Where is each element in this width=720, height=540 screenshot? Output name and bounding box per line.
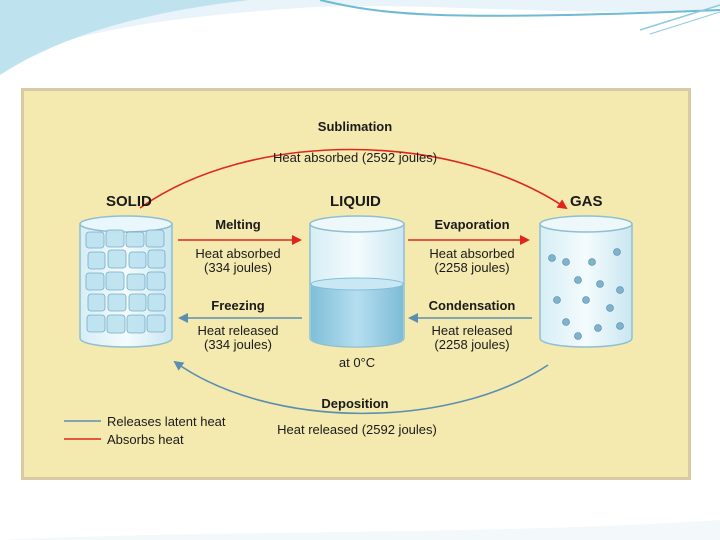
condensation-title: Condensation bbox=[428, 298, 516, 313]
freezing-line1: Heat released bbox=[197, 323, 279, 338]
legend-label-releases: Releases latent heat bbox=[107, 414, 226, 429]
deposition-arrow bbox=[173, 360, 549, 415]
solid-beaker bbox=[79, 215, 173, 348]
deposition-title: Deposition bbox=[321, 396, 389, 411]
liquid-beaker bbox=[309, 215, 405, 348]
condensation-line1: Heat released bbox=[431, 323, 513, 338]
melting-title: Melting bbox=[215, 217, 261, 232]
gas-label: GAS bbox=[570, 193, 603, 210]
melting-line2: (334 joules) bbox=[204, 260, 272, 275]
evaporation-line1: Heat absorbed bbox=[429, 246, 515, 261]
liquid-label: LIQUID bbox=[330, 193, 381, 210]
legend-label-absorbs: Absorbs heat bbox=[107, 432, 184, 447]
liquid-temperature: at 0°C bbox=[338, 355, 376, 370]
evaporation-title: Evaporation bbox=[434, 217, 510, 232]
freezing-line2: (334 joules) bbox=[204, 337, 272, 352]
sublimation-arrow bbox=[139, 148, 568, 210]
melting-line1: Heat absorbed bbox=[195, 246, 281, 261]
freezing-title: Freezing bbox=[211, 298, 265, 313]
sublimation-title: Sublimation bbox=[317, 119, 393, 134]
condensation-line2: (2258 joules) bbox=[434, 337, 510, 352]
deposition-detail: Heat released (2592 joules) bbox=[277, 422, 437, 437]
evaporation-line2: (2258 joules) bbox=[434, 260, 510, 275]
gas-beaker bbox=[539, 215, 633, 348]
sublimation-detail: Heat absorbed (2592 joules) bbox=[272, 150, 438, 165]
solid-label: SOLID bbox=[106, 193, 152, 210]
